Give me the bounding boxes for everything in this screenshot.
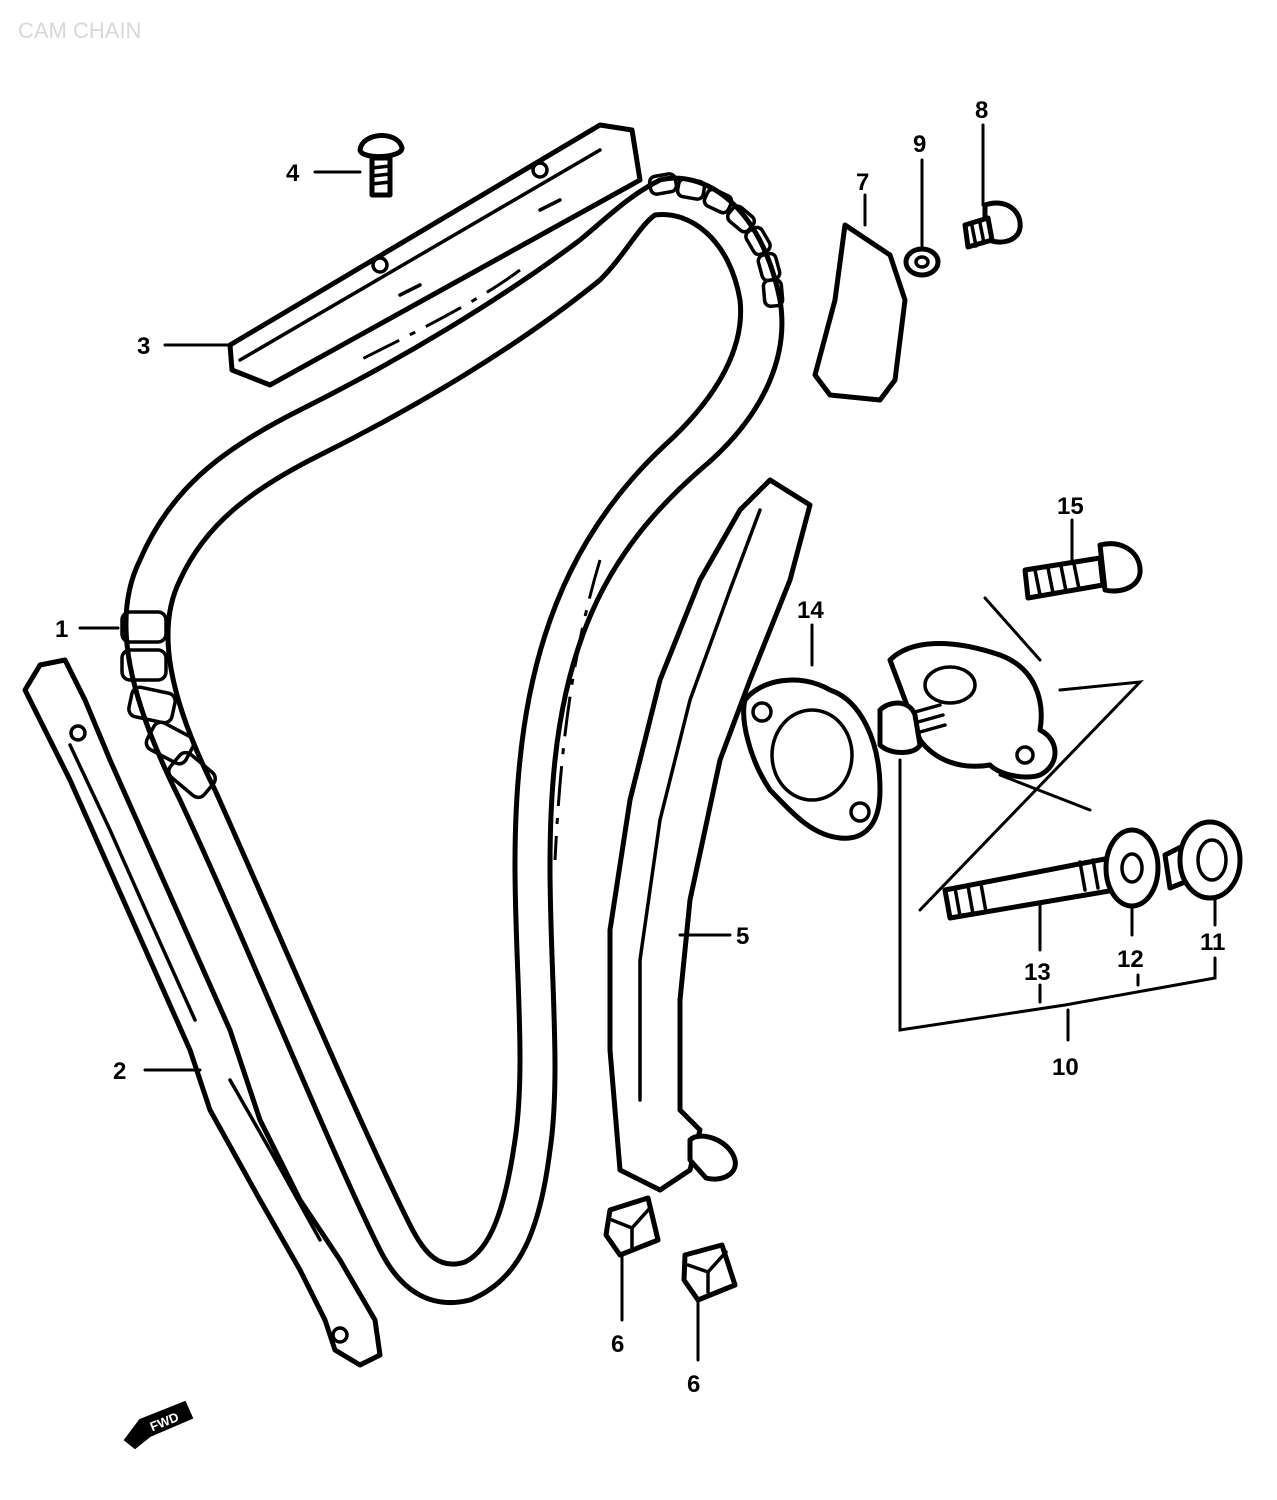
callout-2: 2 <box>113 1058 126 1085</box>
callout-9: 9 <box>913 131 926 158</box>
callout-7: 7 <box>856 169 869 196</box>
cam-chain <box>120 172 785 1306</box>
callout-6b: 6 <box>687 1371 700 1398</box>
callout-5: 5 <box>736 923 749 950</box>
tensioner-assembly-body <box>877 641 1058 780</box>
tensioner-bolt <box>1022 541 1143 601</box>
callout-3: 3 <box>137 333 150 360</box>
cam-chain-guide-upper <box>227 122 643 388</box>
callout-14: 14 <box>797 597 824 624</box>
callout-labels: 1 2 3 4 5 6 6 7 8 9 10 11 12 13 14 15 <box>55 97 1225 1398</box>
diagram-title: CAM CHAIN <box>18 18 141 43</box>
cam-chain-guide-rear <box>22 657 383 1368</box>
cam-chain-links-top <box>647 172 785 308</box>
callout-6a: 6 <box>611 1331 624 1358</box>
callout-11: 11 <box>1200 929 1225 956</box>
guide-plug-1 <box>603 1195 661 1258</box>
assembly-bracket-lines <box>898 596 1217 1042</box>
cam-chain-inner-strand <box>165 211 744 1267</box>
adjuster-screw <box>942 855 1118 921</box>
upper-guide-body <box>227 122 643 388</box>
callout-12: 12 <box>1117 946 1144 973</box>
cover-washer <box>903 246 941 278</box>
callout-4: 4 <box>286 160 300 187</box>
front-guide-body <box>607 477 813 1193</box>
cam-chain-links-left <box>120 610 217 800</box>
callout-1: 1 <box>55 616 68 643</box>
cam-chain-guide-front <box>607 477 813 1193</box>
cover-bolt <box>962 200 1023 250</box>
callout-15: 15 <box>1057 493 1084 520</box>
adjuster-washer <box>1103 827 1161 909</box>
tensioner-gasket <box>741 677 883 841</box>
cam-chain-center-line <box>359 268 602 861</box>
callout-8: 8 <box>975 97 988 124</box>
adjuster-cap-nut <box>1162 819 1243 901</box>
callout-13: 13 <box>1024 959 1051 986</box>
guide-screw <box>357 133 405 198</box>
callout-10: 10 <box>1052 1054 1079 1081</box>
leader-lines <box>78 123 1217 1362</box>
fwd-direction-arrow-icon: FWD <box>123 1400 194 1450</box>
tensioner-cover <box>812 222 908 403</box>
guide-plug-2 <box>681 1242 738 1303</box>
